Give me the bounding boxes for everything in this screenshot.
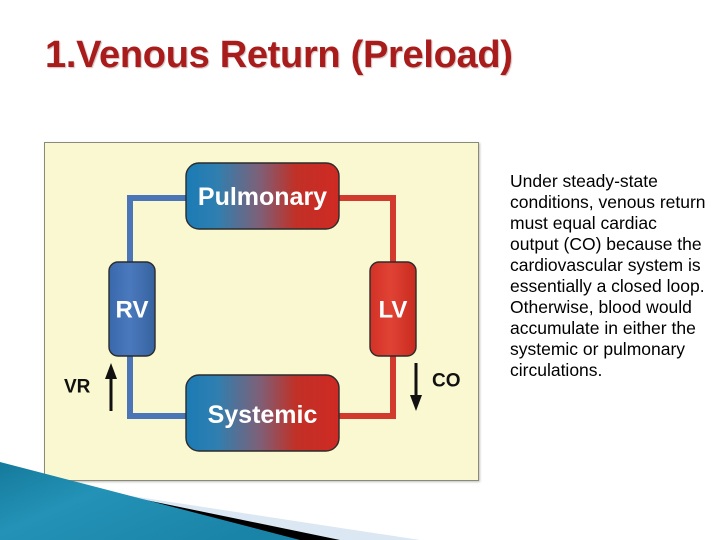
circulation-diagram-panel: Pulmonary RV LV Systemic VR xyxy=(44,142,479,481)
circulation-diagram-svg: Pulmonary RV LV Systemic VR xyxy=(64,162,461,452)
page-title: 1.Venous Return (Preload) xyxy=(45,34,513,76)
vr-up-arrow-icon xyxy=(105,363,117,411)
flow-label-co: CO xyxy=(410,363,461,411)
systemic-box-label: Systemic xyxy=(208,401,318,429)
co-label-text: CO xyxy=(432,371,461,392)
flow-label-vr: VR xyxy=(64,363,117,411)
box-lv: LV xyxy=(369,261,417,357)
decor-pale-blue-wedge xyxy=(0,476,420,540)
lv-box-label: LV xyxy=(379,297,408,324)
systemic-box-shape xyxy=(185,374,340,452)
pulmonary-box-shape xyxy=(185,162,340,230)
vr-label-text: VR xyxy=(64,377,91,398)
description-paragraph: Under steady-state conditions, venous re… xyxy=(510,170,706,380)
box-pulmonary: Pulmonary xyxy=(185,162,340,230)
co-down-arrow-icon xyxy=(410,363,422,411)
box-rv: RV xyxy=(108,261,156,357)
box-systemic: Systemic xyxy=(185,374,340,452)
rv-box-label: RV xyxy=(116,297,149,324)
pulmonary-box-label: Pulmonary xyxy=(198,183,327,211)
lv-box-shape xyxy=(369,261,417,357)
rv-box-shape xyxy=(108,261,156,357)
